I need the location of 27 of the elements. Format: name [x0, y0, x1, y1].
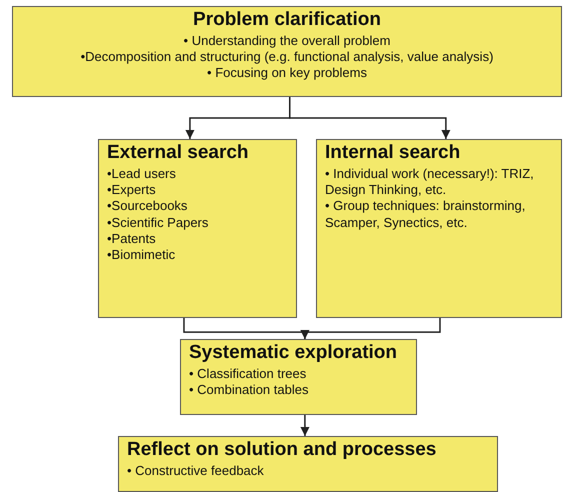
bullet-item: • Group techniques: brainstorming, Scamper, Synectics, etc.	[325, 198, 526, 231]
bullet-item: • Understanding the overall problem	[182, 32, 392, 50]
bullet-item: • Constructive feedback	[127, 462, 265, 480]
arrow	[300, 318, 441, 339]
arrow	[300, 415, 310, 436]
box-heading: Internal search	[325, 143, 462, 164]
box-heading: External search	[107, 143, 250, 164]
bullet-item: •Lead users	[107, 166, 177, 182]
bullet-item: •Scientific Papers	[107, 214, 210, 231]
bullet-item: • Focusing on key problems	[206, 65, 368, 82]
bullet-item: • Combination tables	[189, 382, 310, 398]
bullet-item: •Biomimetic	[107, 247, 176, 264]
box-heading: Problem clarification	[192, 10, 382, 31]
process-box	[180, 339, 417, 415]
arrow	[289, 97, 450, 139]
bullet-item: •Experts	[107, 182, 157, 198]
process-box	[118, 436, 498, 492]
bullet-item: •Decomposition and structuring (e.g. functional analysis, value analysis)	[80, 49, 494, 66]
process-box	[316, 139, 562, 318]
bullet-item: • Individual work (necessary!): TRIZ, Design Thinking, etc.	[325, 166, 535, 198]
bullet-item: •Sourcebooks	[107, 198, 188, 215]
process-box	[98, 139, 297, 318]
box-heading: Reflect on solution and processes	[127, 440, 438, 461]
process-box	[12, 6, 562, 97]
box-heading: Systematic exploration	[189, 343, 398, 364]
bullet-item: • Classification trees	[189, 366, 308, 382]
bullet-item: •Patents	[107, 230, 157, 248]
